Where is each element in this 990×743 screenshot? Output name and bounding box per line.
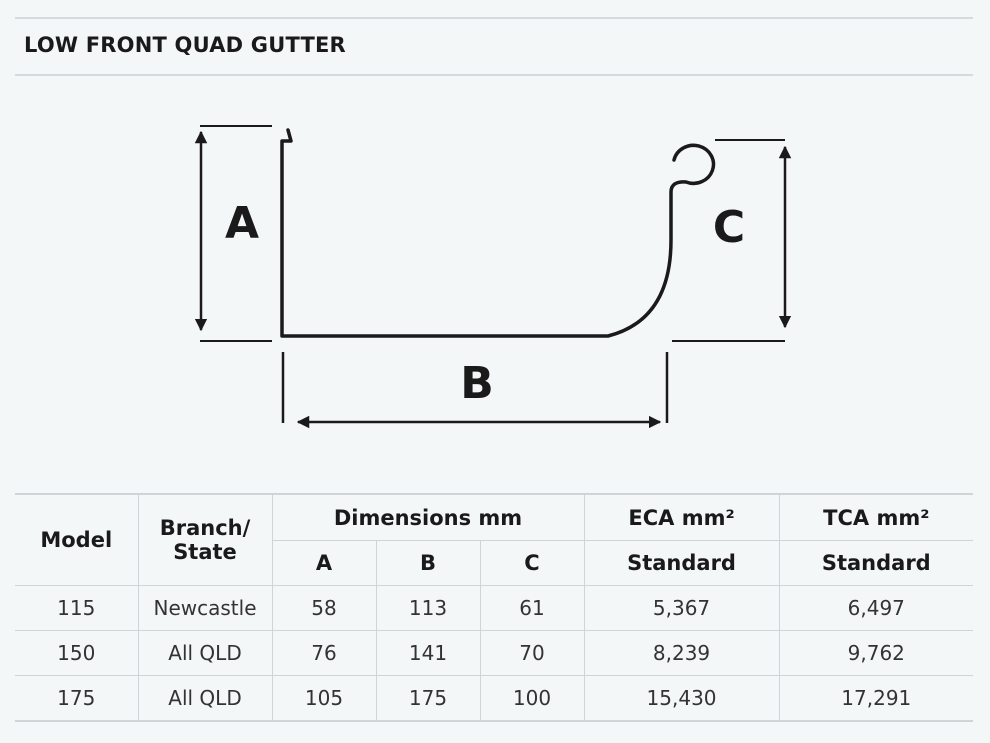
cell-model: 175 — [15, 675, 139, 722]
header-eca: ECA mm² — [583, 493, 780, 541]
dimension-label-b: B — [460, 358, 494, 409]
header-eca-standard: Standard — [583, 540, 780, 586]
table-row: 150 All QLD 76 141 70 8,239 9,762 — [15, 630, 974, 676]
header-dimensions: Dimensions mm — [271, 493, 585, 541]
cell-tca: 9,762 — [778, 630, 974, 676]
table-row: 175 All QLD 105 175 100 15,430 17,291 — [15, 675, 974, 722]
header-model: Model — [15, 493, 139, 586]
cell-a: 58 — [271, 585, 377, 631]
cell-c: 100 — [479, 675, 585, 722]
cell-branch: All QLD — [137, 630, 273, 676]
cell-c: 61 — [479, 585, 585, 631]
cell-a: 105 — [271, 675, 377, 722]
dimension-label-c: C — [713, 202, 745, 253]
top-divider — [15, 17, 973, 19]
header-dim-b: B — [375, 540, 481, 586]
gutter-profile — [280, 128, 716, 338]
cell-branch: Newcastle — [137, 585, 273, 631]
cell-eca: 8,239 — [583, 630, 780, 676]
cell-model: 115 — [15, 585, 139, 631]
table-row: 115 Newcastle 58 113 61 5,367 6,497 — [15, 585, 974, 631]
cell-tca: 6,497 — [778, 585, 974, 631]
cell-eca: 15,430 — [583, 675, 780, 722]
header-branch-line1: Branch/ — [159, 516, 251, 540]
cell-model: 150 — [15, 630, 139, 676]
header-dim-c: C — [479, 540, 585, 586]
cell-b: 141 — [375, 630, 481, 676]
cell-tca: 17,291 — [778, 675, 974, 722]
title-divider — [15, 74, 973, 76]
header-tca-standard: Standard — [778, 540, 974, 586]
header-branch-state: Branch/ State — [137, 493, 273, 586]
dimension-label-a: A — [225, 198, 259, 249]
header-dim-a: A — [272, 540, 377, 586]
cell-b: 175 — [375, 675, 481, 722]
cell-branch: All QLD — [137, 675, 273, 722]
header-branch-line2: State — [173, 540, 237, 564]
cell-eca: 5,367 — [583, 585, 780, 631]
page-title: LOW FRONT QUAD GUTTER — [24, 33, 346, 57]
cell-b: 113 — [375, 585, 481, 631]
header-tca: TCA mm² — [778, 493, 974, 541]
cell-c: 70 — [479, 630, 585, 676]
specification-table: Model Branch/ State Dimensions mm ECA mm… — [15, 493, 974, 722]
cell-a: 76 — [271, 630, 377, 676]
gutter-profile-diagram: A C B — [194, 125, 792, 429]
